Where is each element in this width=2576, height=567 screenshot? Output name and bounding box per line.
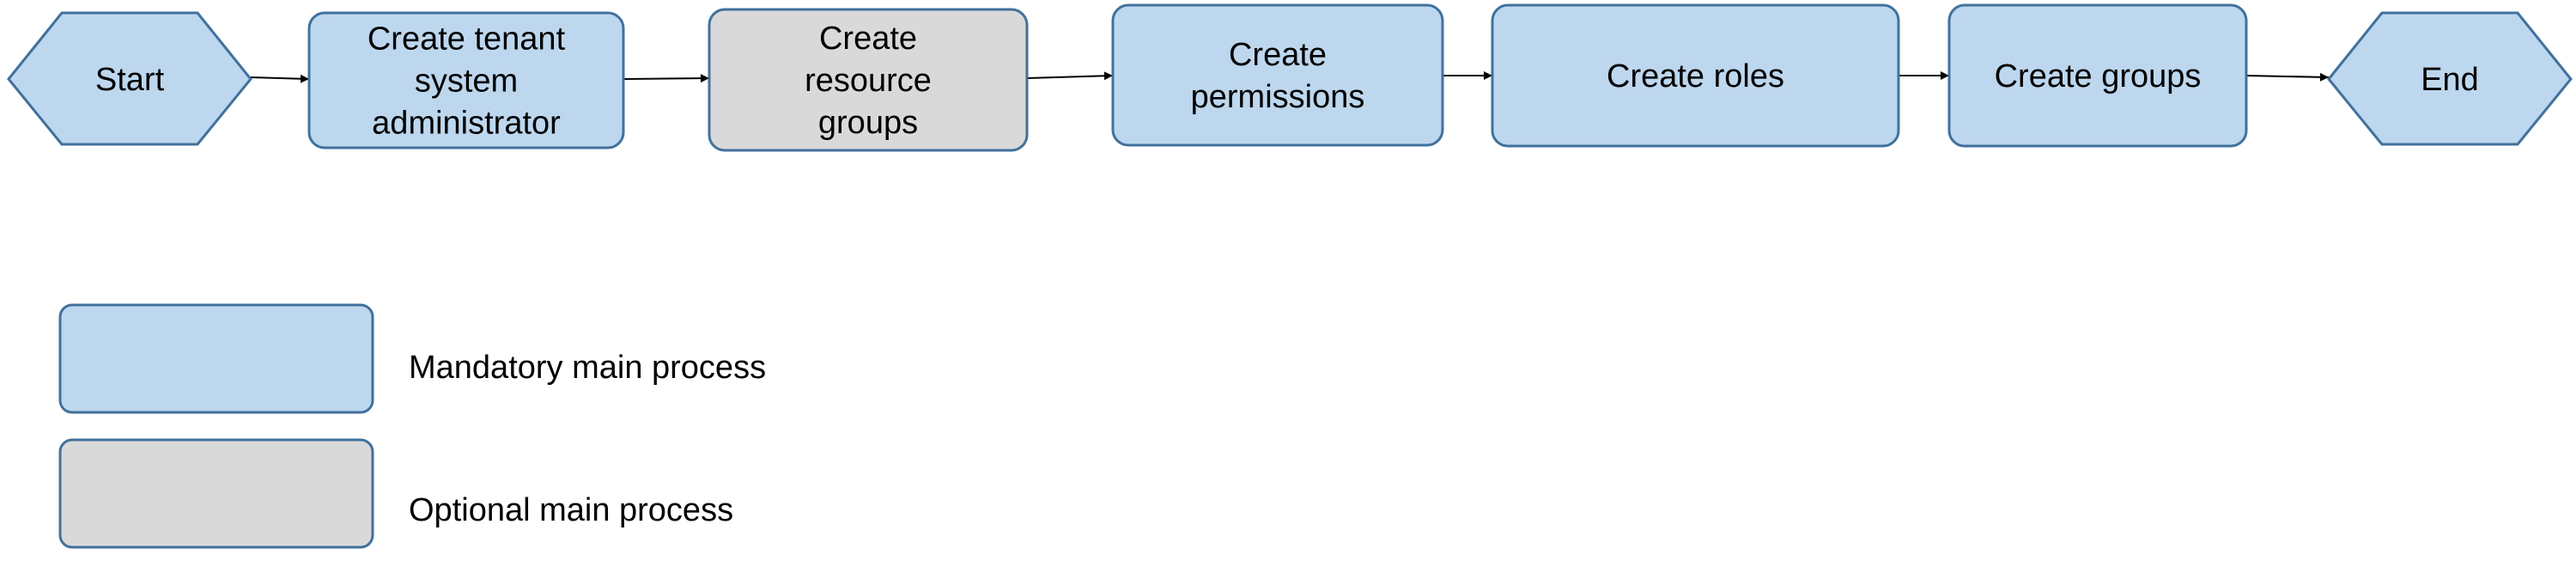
legend: Mandatory main process Optional main pro… [58, 303, 766, 549]
end-node: End [2327, 11, 2573, 146]
step-node-4: Create roles [1491, 3, 1900, 148]
step-box-4 [1491, 3, 1900, 148]
step-node-3: Create permissions [1111, 3, 1444, 147]
end-shape [2327, 11, 2573, 146]
connector-arrow-2 [623, 74, 710, 83]
step-label-5-line-1: Create groups [1995, 58, 2202, 94]
step-label-1-line-3: administrator [372, 106, 561, 142]
step-label-1-line-1: Create tenant [368, 21, 566, 58]
connector-arrow-6 [2245, 72, 2330, 82]
legend-label-mandatory: Mandatory main process [409, 350, 766, 386]
step-label-3-line-1: Create [1229, 37, 1327, 73]
step-node-2: Create resource groups [708, 8, 1029, 152]
legend-label-optional: Optional main process [409, 492, 733, 528]
start-label: Start [95, 62, 165, 98]
connector-arrow-3 [1026, 71, 1114, 81]
step-node-1: Create tenant system administrator [307, 11, 625, 149]
legend-swatch-mandatory [58, 303, 374, 414]
step-label-4-line-1: Create roles [1607, 58, 1784, 94]
step-node-5: Create groups [1947, 3, 2248, 148]
step-label-1-line-2: system [415, 64, 518, 100]
step-label-2-line-3: groups [818, 105, 918, 141]
start-shape [7, 11, 252, 146]
step-box-2 [708, 8, 1029, 152]
step-label-2-line-1: Create [819, 21, 917, 57]
start-node: Start [7, 11, 252, 146]
process-steps: Create tenant system administrator Create re… [307, 3, 2248, 152]
step-label-3-line-2: permissions [1191, 79, 1365, 115]
step-label-2-line-2: resource [805, 63, 932, 99]
step-box-5 [1947, 3, 2248, 148]
flow-connectors [250, 71, 2330, 83]
step-box-3 [1111, 3, 1444, 147]
legend-swatch-optional [58, 438, 374, 549]
end-label: End [2421, 62, 2479, 98]
step-box-1 [307, 11, 625, 149]
connector-arrow-1 [250, 74, 310, 83]
